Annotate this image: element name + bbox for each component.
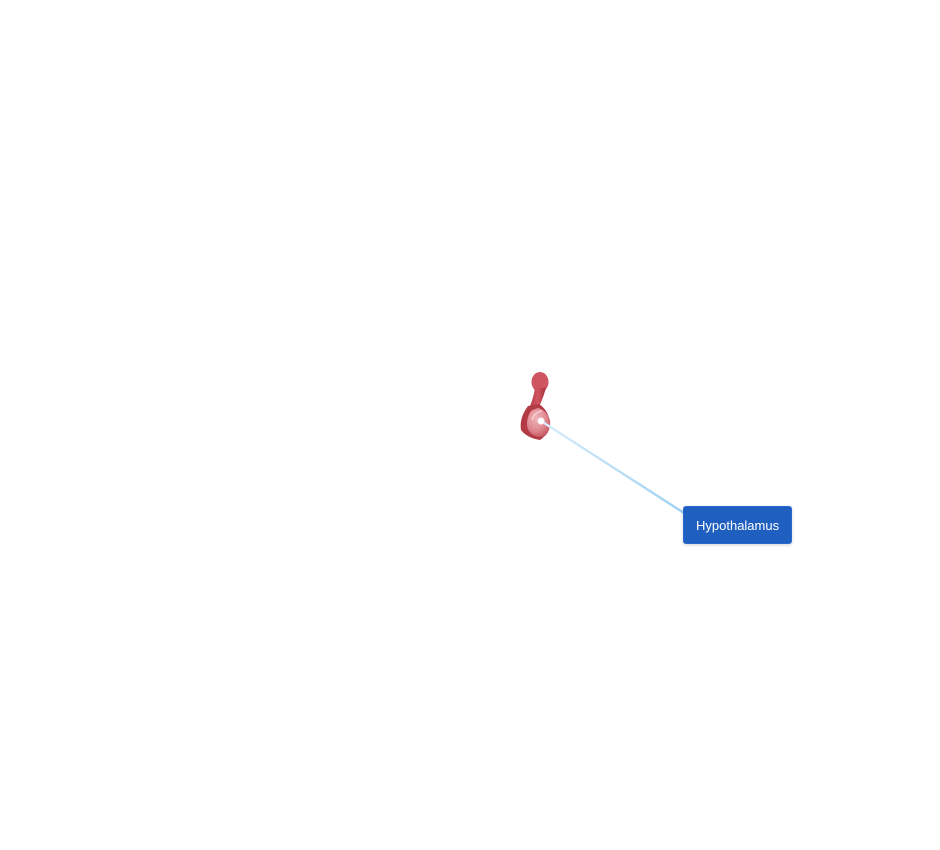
annotation-pin[interactable] [537, 417, 545, 425]
structure-knob[interactable] [531, 372, 549, 392]
structure-highlight [531, 410, 543, 421]
annotation-label-hypothalamus[interactable]: Hypothalamus [683, 506, 793, 544]
leader-line [539, 419, 686, 515]
hypothalamus-model[interactable] [520, 372, 551, 440]
